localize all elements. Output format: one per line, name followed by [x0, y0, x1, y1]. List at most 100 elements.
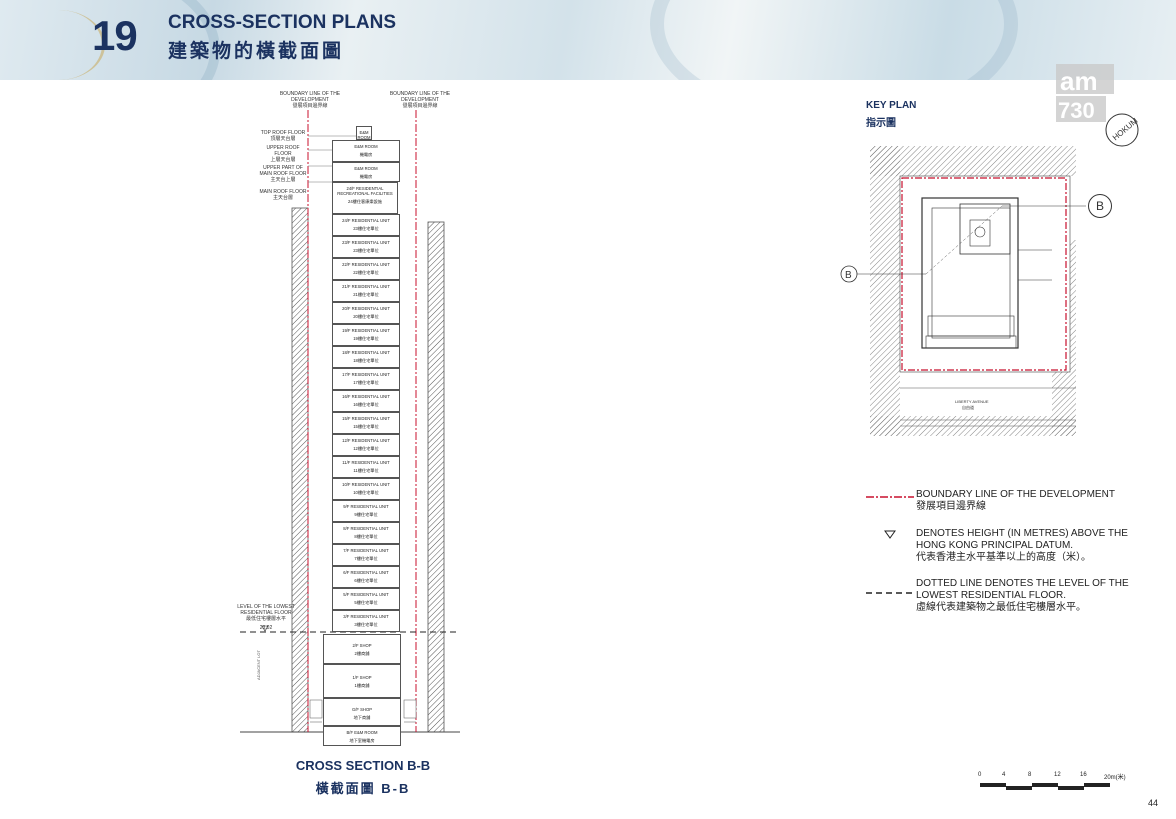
floor-block: 16/F RESIDENTIAL UNIT 16樓住宅單位 [332, 390, 400, 412]
floor-label-zh: 23樓住宅單位 [353, 248, 379, 253]
boundary-label-right: BOUNDARY LINE OF THE DEVELOPMENT 發展項目邊界線 [372, 91, 468, 109]
floor-label-en: 7/F RESIDENTIAL UNIT [343, 548, 389, 553]
floor-label-zh: 22樓住宅單位 [353, 270, 379, 275]
scale-tick-label: 20m(米) [1104, 775, 1126, 781]
floor-label-en: 3/F RESIDENTIAL UNIT [343, 614, 389, 619]
section-marker-right: B [1088, 194, 1112, 218]
floor-label-en: 19/F RESIDENTIAL UNIT [342, 328, 390, 333]
floor-label-zh: 2樓商舖 [354, 651, 370, 656]
floor-label-en: 2/F SHOP [352, 643, 372, 648]
floor-label-zh: 15樓住宅單位 [353, 424, 379, 429]
floor-block: B/F E&M ROOM 地下室機電房 [323, 726, 401, 746]
floor-block: E&M ROOM 機電房 [332, 162, 400, 182]
legend-text-zh: 發展項目邊界線 [916, 501, 986, 512]
floor-label-zh: 19樓住宅單位 [353, 336, 379, 341]
decorative-gold-line [12, 10, 105, 80]
floor-label-en: 5/F RESIDENTIAL UNIT [343, 592, 389, 597]
boundary-label-right-zh: 發展項目邊界線 [402, 103, 438, 109]
scale-tick-label: 12 [1054, 772, 1061, 778]
section-marker-left [840, 265, 858, 283]
floor-label-zh: 機電房 [359, 174, 373, 179]
page-number: 44 [1148, 798, 1159, 808]
side-label-top-roof: TOP ROOF FLOOR 頂層天台層 [258, 130, 308, 142]
floor-label-zh: 5樓住宅單位 [354, 600, 378, 605]
legend-item-height: DENOTES HEIGHT (IN METRES) ABOVE THE HON… [916, 528, 1146, 564]
boundary-label-right-en: BOUNDARY LINE OF THE DEVELOPMENT [389, 91, 451, 103]
legend-text-en: DENOTES HEIGHT (IN METRES) ABOVE THE HON… [916, 528, 1128, 551]
floor-label-en: 12/F RESIDENTIAL UNIT [342, 438, 390, 443]
legend-text-en: DOTTED LINE DENOTES THE LEVEL OF THE LOW… [916, 578, 1129, 601]
floor-block: 11/F RESIDENTIAL UNIT 11樓住宅單位 [332, 456, 400, 478]
floor-block: 22/F RESIDENTIAL UNIT 22樓住宅單位 [332, 258, 400, 280]
scale-tick-label: 0 [978, 772, 982, 778]
floor-block: 6/F RESIDENTIAL UNIT 6樓住宅單位 [332, 566, 400, 588]
legend-item-boundary: BOUNDARY LINE OF THE DEVELOPMENT 發展項目邊界線 [916, 489, 1146, 513]
lowest-level-value: 23.02 [259, 625, 273, 631]
floor-label-zh: 機電房 [359, 152, 373, 157]
svg-text:am: am [1060, 66, 1098, 96]
scale-tick-label: 4 [1002, 772, 1006, 778]
floor-label-zh: 11樓住宅單位 [353, 468, 379, 473]
floor-label-en: 23/F RESIDENTIAL UNIT [342, 240, 390, 245]
floor-label-zh: 地下商舖 [353, 715, 371, 720]
floor-label-en: 8/F RESIDENTIAL UNIT [343, 526, 389, 531]
floor-block: 5/F RESIDENTIAL UNIT 5樓住宅單位 [332, 588, 400, 610]
floor-label-zh: 17樓住宅單位 [353, 380, 379, 385]
floor-label-en: 6/F RESIDENTIAL UNIT [343, 570, 389, 575]
boundary-label-left: BOUNDARY LINE OF THE DEVELOPMENT 發展項目邊界線 [262, 91, 358, 109]
floor-label-en: E&M ROOM [354, 166, 378, 171]
floor-label-zh: 21樓住宅單位 [353, 292, 379, 297]
floor-label-en: 17/F RESIDENTIAL UNIT [342, 372, 390, 377]
floor-label-zh: 3樓住宅單位 [354, 622, 378, 627]
legend-item-lowest-floor: DOTTED LINE DENOTES THE LEVEL OF THE LOW… [916, 578, 1146, 614]
lowest-level-label-zh: 最低住宅樓層水平 [245, 616, 286, 622]
floor-block: 3/F RESIDENTIAL UNIT 3樓住宅單位 [332, 610, 400, 632]
legend-text-en: BOUNDARY LINE OF THE DEVELOPMENT [916, 489, 1115, 500]
floor-label-en: 18/F RESIDENTIAL UNIT [342, 350, 390, 355]
floor-label-zh: 24樓住客康樂設施 [348, 199, 382, 204]
floor-block: 24/F RESIDENTIAL RECREATIONAL FACILITIES… [332, 182, 398, 214]
floor-label-en: 11/F RESIDENTIAL UNIT [342, 460, 390, 465]
floor-block: 15/F RESIDENTIAL UNIT 15樓住宅單位 [332, 412, 400, 434]
floor-label-en: 10/F RESIDENTIAL UNIT [342, 482, 390, 487]
floor-block: 23/F RESIDENTIAL UNIT 23樓住宅單位 [332, 236, 400, 258]
floor-label-en: E&M ROOM [354, 144, 378, 149]
scale-bar: 0 4 8 12 16 20m(米) [976, 772, 1126, 796]
svg-text:730: 730 [1058, 98, 1095, 123]
section-number: 19 [92, 12, 138, 59]
floor-label-en: 20/F RESIDENTIAL UNIT [342, 306, 390, 311]
legend-dashed-line [866, 592, 914, 594]
section-marker-left-label: B [845, 270, 852, 281]
boundary-label-left-en: BOUNDARY LINE OF THE DEVELOPMENT [279, 91, 341, 103]
side-label-upper-roof: UPPER ROOF FLOOR 上層天台層 [258, 145, 308, 163]
floor-label-zh: 12樓住宅單位 [353, 446, 379, 451]
scale-tick-label: 8 [1028, 772, 1032, 778]
boundary-label-left-zh: 發展項目邊界線 [292, 103, 328, 109]
key-plan-diagram: LIBERTY AVENUE 自由道 B [840, 146, 1086, 436]
lowest-level-label: LEVEL OF THE LOWEST RESIDENTIAL FLOOR 最低… [236, 604, 296, 622]
side-label-zh: 主天台上層 [270, 177, 296, 183]
floor-block: 10/F RESIDENTIAL UNIT 10樓住宅單位 [332, 478, 400, 500]
floor-block: G/F SHOP 地下商舖 [323, 698, 401, 726]
legend-boundary-line [866, 496, 914, 498]
side-label-en: UPPER PART OF MAIN ROOF FLOOR [259, 165, 307, 177]
floor-block: 24/F RESIDENTIAL UNIT 23樓住宅單位 [332, 214, 400, 236]
floor-label-en: 9/F RESIDENTIAL UNIT [343, 504, 389, 509]
floor-label-en: B/F E&M ROOM [346, 730, 378, 735]
floor-label-en: E&M ROOM [357, 130, 371, 140]
floor-block: 1/F SHOP 1樓商舖 [323, 664, 401, 698]
floor-block: 17/F RESIDENTIAL UNIT 17樓住宅單位 [332, 368, 400, 390]
section-title-en: CROSS-SECTION PLANS [168, 12, 397, 33]
cross-section-title-zh: 橫截面圖 B-B [315, 781, 411, 796]
floor-block: 19/F RESIDENTIAL UNIT 19樓住宅單位 [332, 324, 400, 346]
side-label-zh: 主天台層 [272, 195, 293, 201]
header-banner: 19 CROSS-SECTION PLANS 建築物的橫截面圖 [0, 0, 1176, 80]
floor-label-zh: 1樓商舖 [354, 683, 370, 688]
floor-label-en: 24/F RESIDENTIAL UNIT [342, 218, 390, 223]
floor-block: 8/F RESIDENTIAL UNIT 8樓住宅單位 [332, 522, 400, 544]
floor-label-zh: 20樓住宅單位 [353, 314, 379, 319]
floor-block: 18/F RESIDENTIAL UNIT 18樓住宅單位 [332, 346, 400, 368]
floor-label-en: 16/F RESIDENTIAL UNIT [342, 394, 390, 399]
street-label: LIBERTY AVENUE [955, 399, 989, 404]
